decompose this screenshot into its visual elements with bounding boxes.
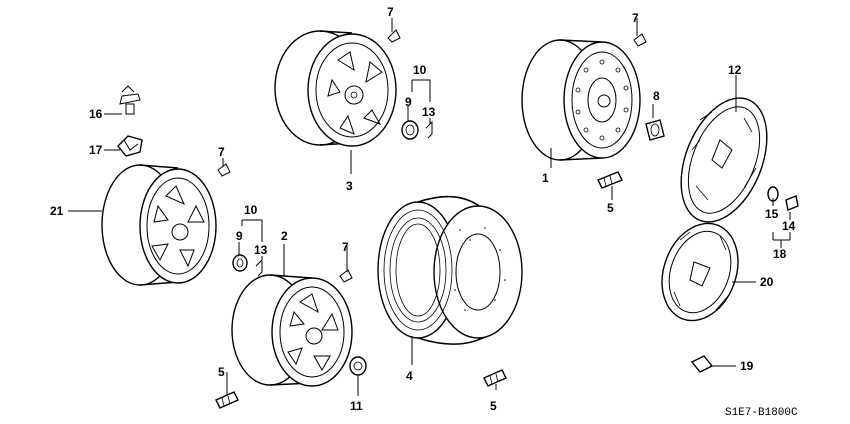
label-11: 11	[350, 399, 363, 413]
lug-nut-19[interactable]	[690, 355, 714, 373]
clip-7d[interactable]	[339, 269, 353, 283]
label-18: 18	[773, 247, 787, 261]
label-20: 20	[760, 275, 774, 289]
alloy-wheel-2[interactable]	[231, 274, 353, 387]
label-16: 16	[89, 107, 103, 121]
label-17: 17	[89, 143, 103, 157]
alloy-wheel-3[interactable]	[274, 30, 397, 147]
part-17[interactable]	[117, 135, 143, 157]
clip-7b[interactable]	[633, 33, 647, 47]
label-9b: 9	[236, 229, 243, 243]
part-13a[interactable]	[425, 120, 433, 139]
part-13b[interactable]	[255, 258, 263, 277]
leader-lines	[68, 18, 791, 396]
clip-7a[interactable]	[387, 29, 401, 43]
center-cap-11[interactable]	[349, 356, 367, 376]
part-16[interactable]	[119, 85, 141, 115]
label-13b: 13	[254, 243, 268, 257]
label-10a: 10	[413, 63, 427, 77]
label-3: 3	[346, 179, 353, 193]
hubcap-12[interactable]	[664, 85, 783, 234]
label-7d: 7	[342, 240, 349, 254]
label-21: 21	[50, 204, 64, 218]
valve-stem-5b[interactable]	[215, 391, 239, 409]
label-12: 12	[728, 63, 742, 77]
label-13a: 13	[422, 105, 436, 119]
alloy-wheel-21[interactable]	[101, 164, 217, 286]
label-5a: 5	[607, 201, 614, 215]
label-5b: 5	[218, 365, 225, 379]
label-15: 15	[765, 207, 779, 221]
label-14: 14	[782, 219, 796, 233]
valve-stem-5c[interactable]	[483, 369, 507, 387]
clip-7c[interactable]	[217, 163, 231, 177]
label-10b: 10	[244, 203, 258, 217]
label-7a: 7	[387, 5, 394, 19]
label-5c: 5	[490, 399, 497, 413]
label-1: 1	[542, 171, 549, 185]
tire-4[interactable]	[377, 195, 523, 345]
label-19: 19	[740, 359, 754, 373]
center-cap-8[interactable]	[645, 119, 665, 141]
label-8: 8	[653, 89, 660, 103]
valve-stem-5a[interactable]	[597, 171, 623, 189]
steel-wheel-1[interactable]	[521, 39, 641, 161]
label-2: 2	[281, 229, 288, 243]
label-7c: 7	[218, 145, 225, 159]
label-4: 4	[406, 369, 413, 383]
label-9a: 9	[405, 95, 412, 109]
part-14[interactable]	[785, 195, 799, 211]
hubcap-20[interactable]	[649, 213, 751, 332]
catalog-code: S1E7-B1800C	[725, 407, 798, 419]
center-cap-9b[interactable]	[232, 254, 248, 272]
label-7b: 7	[632, 11, 639, 25]
center-cap-9a[interactable]	[401, 120, 419, 140]
